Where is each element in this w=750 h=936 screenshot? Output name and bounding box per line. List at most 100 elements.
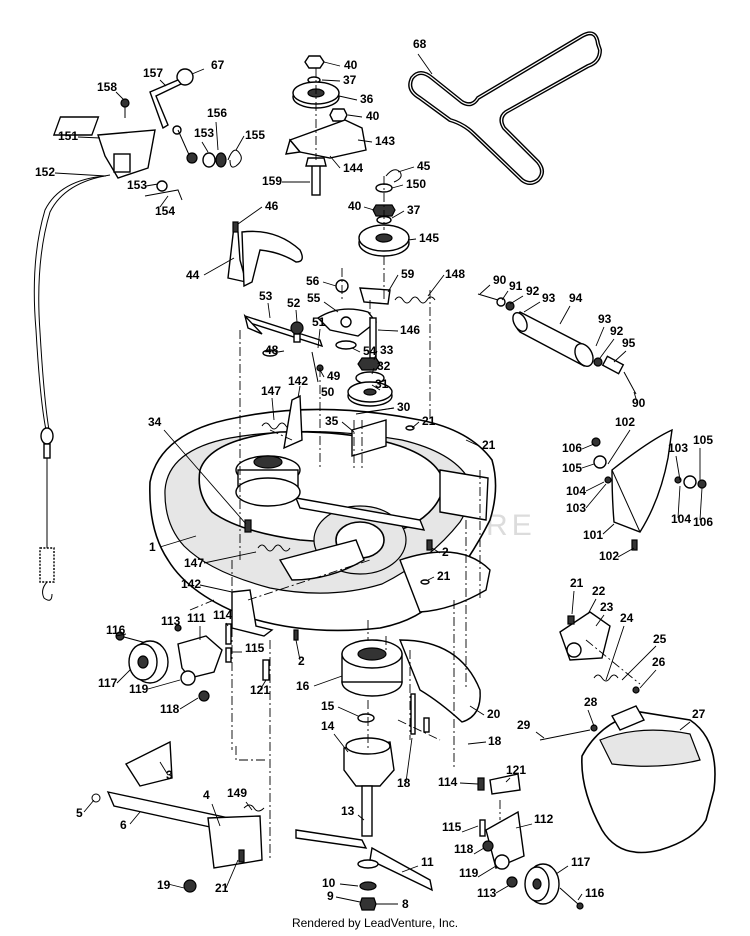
callout-8: 8 (402, 897, 409, 911)
callout-91: 91 (509, 279, 523, 293)
callout-117: 117 (571, 855, 591, 869)
drive-belt (408, 31, 603, 185)
callout-15: 15 (321, 699, 335, 713)
callout-116: 116 (585, 886, 605, 900)
callout-92: 92 (610, 324, 624, 338)
callout-93: 93 (542, 291, 556, 305)
callout-158: 158 (97, 80, 117, 94)
callout-114: 114 (438, 775, 458, 789)
callout-155: 155 (245, 128, 265, 142)
callout-111: 111 (187, 611, 206, 625)
callout-37: 37 (407, 203, 421, 217)
callout-117: 117 (98, 676, 118, 690)
clutch-cable (33, 174, 111, 601)
callout-148: 148 (445, 267, 465, 281)
callout-113: 113 (477, 886, 497, 900)
callout-157: 157 (143, 66, 163, 80)
callout-106: 106 (562, 441, 582, 455)
right-gauge-wheel-assembly (477, 773, 584, 910)
callout-116: 116 (106, 623, 126, 637)
callout-50: 50 (321, 385, 335, 399)
belt-guard (227, 221, 303, 288)
callout-30: 30 (397, 400, 411, 414)
callout-46: 46 (265, 199, 279, 213)
callout-29: 29 (517, 718, 531, 732)
callout-90: 90 (493, 273, 507, 287)
leader-lines (54, 53, 703, 905)
callout-55: 55 (307, 291, 321, 305)
callout-21: 21 (482, 438, 496, 452)
callout-53: 53 (259, 289, 273, 303)
callout-101: 101 (583, 528, 603, 542)
callout-44: 44 (186, 268, 200, 282)
callout-52: 52 (287, 296, 301, 310)
callout-95: 95 (622, 336, 636, 350)
callout-102: 102 (615, 415, 635, 429)
callout-92: 92 (526, 284, 540, 298)
callout-37: 37 (343, 73, 357, 87)
callout-56: 56 (306, 274, 320, 288)
callout-23: 23 (600, 600, 614, 614)
callout-22: 22 (592, 584, 606, 598)
callout-24: 24 (620, 611, 634, 625)
callout-67: 67 (211, 58, 225, 72)
callout-51: 51 (312, 315, 326, 329)
callout-118: 118 (160, 702, 180, 716)
callout-115: 115 (442, 820, 462, 834)
callout-6: 6 (120, 818, 127, 832)
callout-33: 33 (380, 343, 394, 357)
callout-104: 104 (566, 484, 586, 498)
callout-143: 143 (375, 134, 395, 148)
callout-9: 9 (327, 889, 334, 903)
callout-49: 49 (327, 369, 341, 383)
callout-121: 121 (250, 683, 270, 697)
callout-21: 21 (437, 569, 451, 583)
callout-104: 104 (671, 512, 691, 526)
callout-16: 16 (296, 679, 310, 693)
callout-150: 150 (406, 177, 426, 191)
callout-145: 145 (419, 231, 439, 245)
callout-59: 59 (401, 267, 415, 281)
callout-2: 2 (442, 545, 449, 559)
callout-106: 106 (693, 515, 713, 529)
callout-121: 121 (506, 763, 526, 777)
callout-3: 3 (166, 768, 173, 782)
callout-31: 31 (375, 377, 389, 391)
callout-34: 34 (148, 415, 162, 429)
callout-146: 146 (400, 323, 420, 337)
callout-45: 45 (417, 159, 431, 173)
callout-14: 14 (321, 719, 335, 733)
callout-151: 151 (58, 129, 78, 143)
callout-27: 27 (692, 707, 706, 721)
callout-159: 159 (262, 174, 282, 188)
lift-linkage (91, 740, 265, 893)
assembly-lines (189, 68, 641, 860)
callout-142: 142 (288, 374, 308, 388)
callout-32: 32 (377, 359, 391, 373)
anti-scalp-roller (477, 293, 637, 395)
callout-40: 40 (366, 109, 380, 123)
callout-105: 105 (693, 433, 713, 447)
callout-152: 152 (35, 165, 55, 179)
callout-153: 153 (127, 178, 147, 192)
belt-cover-assembly (539, 611, 716, 854)
callout-21: 21 (570, 576, 584, 590)
callout-25: 25 (653, 632, 667, 646)
callout-156: 156 (207, 106, 227, 120)
callout-103: 103 (668, 441, 688, 455)
callout-103: 103 (566, 501, 586, 515)
callout-68: 68 (413, 37, 427, 51)
callout-144: 144 (343, 161, 363, 175)
callout-40: 40 (348, 199, 362, 213)
callout-21: 21 (215, 881, 229, 895)
callout-114: 114 (213, 608, 233, 622)
callout-115: 115 (245, 641, 265, 655)
callout-149: 149 (227, 786, 247, 800)
callout-113: 113 (161, 614, 181, 628)
callout-54: 54 (363, 344, 377, 358)
mower-deck-housing (149, 408, 497, 632)
footer-credit: Rendered by LeadVenture, Inc. (291, 916, 459, 930)
callout-93: 93 (598, 312, 612, 326)
callout-19: 19 (157, 878, 171, 892)
